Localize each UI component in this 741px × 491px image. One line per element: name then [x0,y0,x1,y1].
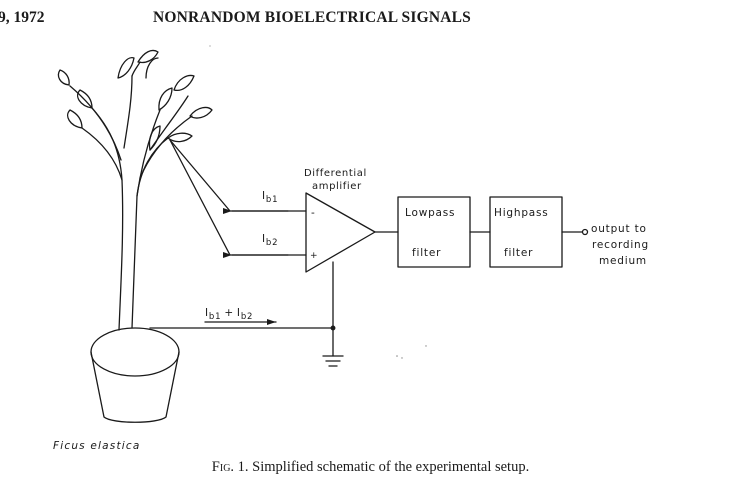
junction-dot [330,325,336,331]
highpass-label-line2: filter [504,247,533,259]
amplifier-label-line1: Differential [304,168,367,179]
amplifier-label-line2: amplifier [312,181,362,192]
output-label-line2: recording [592,239,649,251]
ib1-label: Ib1 [262,190,278,205]
page-date: 9, 1972 [0,9,45,26]
ficus-plant-drawing [57,49,213,423]
page-header: 9, 1972 NONRANDOM BIOELECTRICAL SIGNALS [0,9,741,31]
minus-input-sign: - [311,207,316,219]
figure-caption: Fig. 1. Simplified schematic of the expe… [0,459,741,476]
figure-number: Fig. 1. [211,459,249,475]
ground-symbol [322,355,344,367]
differential-amplifier [305,192,376,273]
plant-label: Ficus elastica [53,440,141,452]
ibsum-label: Ib1+Ib2 [205,307,253,322]
caption-text: Simplified schematic of the experimental… [252,459,530,475]
output-terminal [581,228,589,236]
ib2-label: Ib2 [262,233,278,248]
highpass-label-line1: Highpass [494,207,549,219]
output-label-line3: medium [599,255,647,267]
lowpass-label-line2: filter [412,247,441,259]
electrode-lead-1 [169,139,307,212]
scan-speckles [209,45,427,359]
electrode-lead-2 [169,139,307,256]
running-title: NONRANDOM BIOELECTRICAL SIGNALS [153,9,471,26]
lowpass-label-line1: Lowpass [405,207,455,219]
output-label-line1: output to [591,223,647,235]
plus-input-sign: + [310,251,318,261]
